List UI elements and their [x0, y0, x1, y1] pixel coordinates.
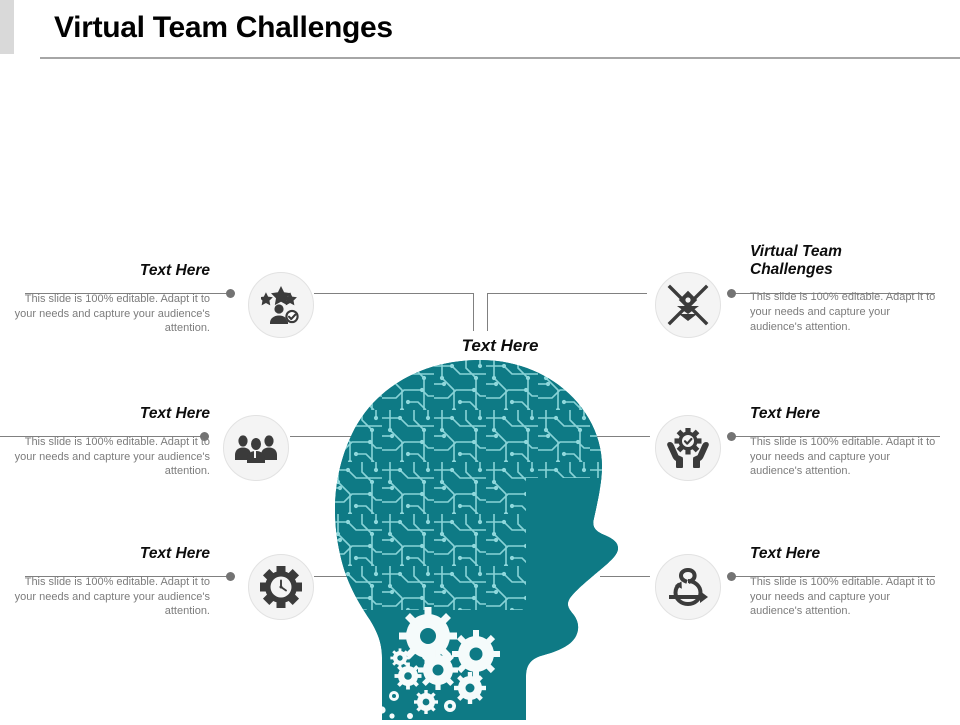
icon-circle-hands-gear[interactable] [655, 415, 721, 481]
agile-loop-arrow-icon [666, 567, 710, 607]
connector-line-left-middle-inner [290, 436, 380, 437]
gear-clock-icon [260, 566, 302, 608]
callout-body: This slide is 100% editable. Adapt it to… [750, 576, 936, 618]
icon-circle-gear-clock[interactable] [248, 554, 314, 620]
callout-title: Text Here [750, 405, 821, 422]
callout-body: This slide is 100% editable. Adapt it to… [750, 291, 936, 333]
page-title: Virtual Team Challenges [54, 11, 393, 44]
team-group-icon [235, 433, 277, 463]
user-rating-stars-icon [261, 286, 301, 324]
callout-body: This slide is 100% editable. Adapt it to… [14, 436, 210, 478]
connector-dot-top-right [727, 289, 736, 298]
connector-line-left-top-inner [314, 293, 474, 294]
icon-circle-user-rating[interactable] [248, 272, 314, 338]
callout-body: This slide is 100% editable. Adapt it to… [14, 293, 210, 335]
connector-line-right-middle-inner [580, 436, 650, 437]
callout-middle-right: Text Here This slide is 100% editable. A… [750, 405, 940, 479]
connector-line-right-bottom-inner [600, 576, 650, 577]
connector-line-middle-left [0, 436, 205, 437]
callout-middle-left: Text Here This slide is 100% editable. A… [10, 405, 210, 479]
connector-dot-middle-right [727, 432, 736, 441]
connector-line-bottom-left [25, 576, 230, 577]
callout-bottom-right: Text Here This slide is 100% editable. A… [750, 545, 940, 619]
callout-body: This slide is 100% editable. Adapt it to… [14, 576, 210, 618]
connector-dot-top-left [226, 289, 235, 298]
callout-title: Text Here [750, 545, 821, 562]
connector-line-top-left [25, 293, 230, 294]
connector-dot-middle-left [200, 432, 209, 441]
connector-line-bottom-right [730, 576, 935, 577]
connector-line-middle-right [730, 436, 940, 437]
callout-title: Text Here [139, 405, 210, 422]
connector-line-top-right [730, 293, 935, 294]
converge-arrows-icon [666, 283, 710, 327]
icon-circle-team-group[interactable] [223, 415, 289, 481]
title-divider [40, 57, 960, 59]
callout-bottom-left: Text Here This slide is 100% editable. A… [10, 545, 210, 619]
hands-holding-gear-check-icon [666, 428, 710, 468]
callout-title: Text Here [139, 545, 210, 562]
icon-circle-agile-loop[interactable] [655, 554, 721, 620]
gear-cluster [371, 607, 500, 719]
callout-body: This slide is 100% editable. Adapt it to… [750, 436, 936, 478]
callout-top-right: Virtual Team Challenges This slide is 10… [750, 243, 940, 334]
center-label: Text Here [461, 336, 539, 355]
connector-dot-bottom-right [727, 572, 736, 581]
icon-circle-converge-arrows[interactable] [655, 272, 721, 338]
callout-title: Virtual Team Challenges [750, 243, 842, 279]
connector-dot-bottom-left [226, 572, 235, 581]
header-accent-bar [0, 0, 14, 54]
connector-riser-left [473, 293, 474, 331]
connector-line-right-top-inner [487, 293, 647, 294]
connector-riser-right [487, 293, 488, 331]
callout-title: Text Here [139, 262, 210, 279]
circuit-head-graphic [330, 358, 650, 720]
callout-top-left: Text Here This slide is 100% editable. A… [10, 262, 210, 336]
